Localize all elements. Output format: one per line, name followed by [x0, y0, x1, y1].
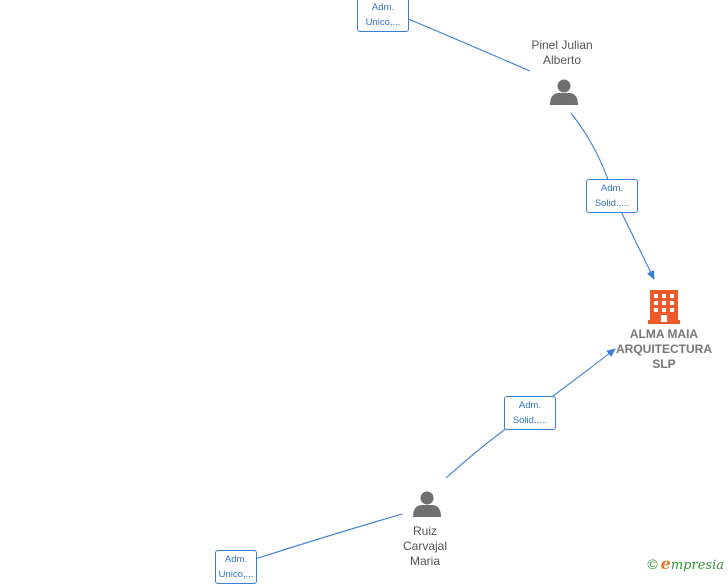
edge-top-cut	[405, 17, 531, 72]
person-label-bottom[interactable]: Ruiz Carvajal Maria	[402, 524, 447, 568]
company-label[interactable]: ALMA MAIA ARQUITECTURA SLP	[616, 327, 712, 371]
person-icon[interactable]	[413, 491, 441, 518]
brand-logo: empresia	[660, 554, 724, 573]
brand-footer: © empresia	[647, 554, 724, 573]
edge-label-top-cut[interactable]: Adm. Unico,...	[357, 0, 409, 32]
edge-label-bottom-to-company[interactable]: Adm. Solid.,...	[504, 396, 556, 430]
person-label-top[interactable]: Pinel Julian Alberto	[531, 38, 593, 67]
person-icon[interactable]	[550, 79, 578, 106]
edge-bottom-cut	[254, 513, 403, 560]
edge-label-bottom-cut[interactable]: Adm. Unico,...	[215, 550, 257, 584]
building-icon[interactable]	[648, 290, 680, 324]
edge-label-top-to-company[interactable]: Adm. Solid.,...	[586, 179, 638, 213]
copyright-icon: ©	[647, 555, 658, 572]
